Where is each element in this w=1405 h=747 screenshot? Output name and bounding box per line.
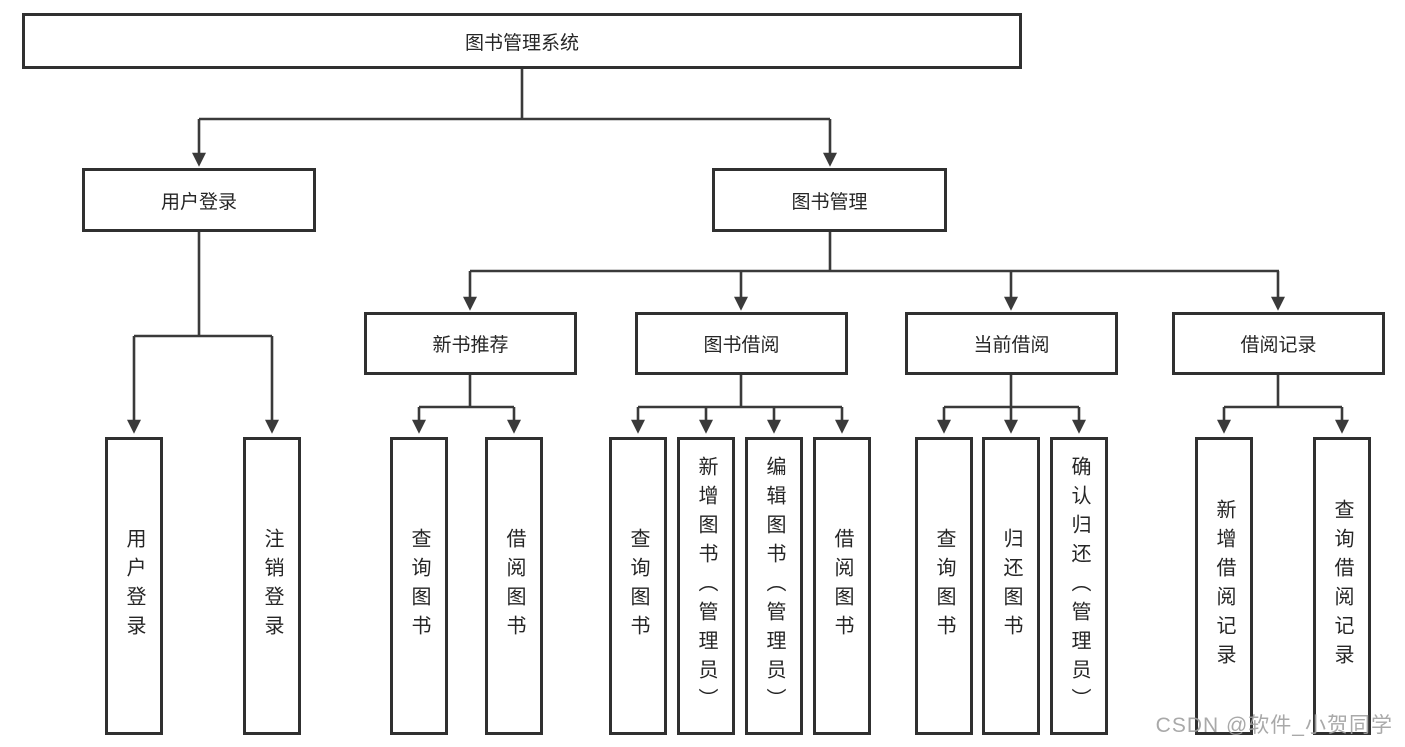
leaf-borrow-books: 借阅图书 [813, 437, 871, 735]
leaf-label: 编辑图书（管理员） [763, 455, 785, 717]
node-book-management-branch: 图书管理 [712, 168, 947, 232]
leaf-logout: 注销登录 [243, 437, 301, 735]
node-book-borrow: 图书借阅 [635, 312, 848, 375]
leaf-confirm-return-admin: 确认归还（管理员） [1050, 437, 1108, 735]
node-new-book-recommend: 新书推荐 [364, 312, 577, 375]
node-borrow-records: 借阅记录 [1172, 312, 1385, 375]
leaf-label: 新增借阅记录 [1213, 499, 1235, 673]
node-root: 图书管理系统 [22, 13, 1022, 69]
leaf-borrow-books-recommend: 借阅图书 [485, 437, 543, 735]
node-user-login-branch: 用户登录 [82, 168, 316, 232]
leaf-label: 借阅图书 [831, 528, 853, 644]
leaf-label: 借阅图书 [503, 528, 525, 644]
leaf-query-books-current: 查询图书 [915, 437, 973, 735]
leaf-user-login: 用户登录 [105, 437, 163, 735]
leaf-label: 确认归还（管理员） [1068, 455, 1090, 717]
csdn-watermark: CSDN @软件_小贺同学 [1155, 714, 1393, 737]
leaf-label: 查询图书 [933, 528, 955, 644]
leaf-label: 用户登录 [123, 528, 145, 644]
leaf-label: 查询图书 [627, 528, 649, 644]
leaf-query-books-borrow: 查询图书 [609, 437, 667, 735]
leaf-add-book-admin: 新增图书（管理员） [677, 437, 735, 735]
leaf-label: 查询图书 [408, 528, 430, 644]
leaf-edit-book-admin: 编辑图书（管理员） [745, 437, 803, 735]
leaf-add-borrow-record: 新增借阅记录 [1195, 437, 1253, 735]
leaf-query-books-recommend: 查询图书 [390, 437, 448, 735]
leaf-label: 归还图书 [1000, 528, 1022, 644]
leaf-label: 查询借阅记录 [1331, 499, 1353, 673]
leaf-label: 新增图书（管理员） [695, 455, 717, 717]
leaf-return-book: 归还图书 [982, 437, 1040, 735]
leaf-query-borrow-record: 查询借阅记录 [1313, 437, 1371, 735]
node-current-borrow: 当前借阅 [905, 312, 1118, 375]
leaf-label: 注销登录 [261, 528, 283, 644]
